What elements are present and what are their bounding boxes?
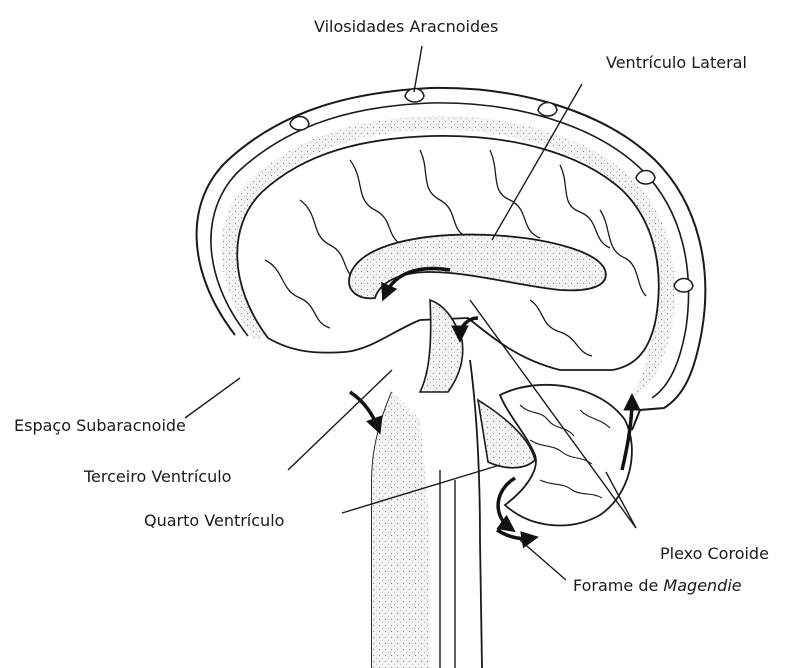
label-subarachnoid-space: Espaço Subaracnoide <box>14 416 186 436</box>
leader-magendie <box>520 540 566 580</box>
leader-arachnoid-villi <box>414 46 422 92</box>
label-lateral-ventricle: Ventrículo Lateral <box>606 53 747 73</box>
label-foramen-name: Magendie <box>663 576 741 595</box>
leader-subarachnoid <box>185 378 240 418</box>
flow-arrow-magendie <box>497 530 532 539</box>
brainstem-csf-channel <box>372 392 430 668</box>
label-arachnoid-villi: Vilosidades Aracnoides <box>314 17 498 37</box>
label-foramen-prefix: Forame de <box>573 576 658 595</box>
label-third-ventricle: Terceiro Ventrículo <box>84 467 231 487</box>
label-foramen-magendie: Forame de Magendie <box>573 576 742 596</box>
label-choroid-plexus: Plexo Coroide <box>660 544 769 564</box>
spinal-canal <box>440 470 455 668</box>
label-fourth-ventricle: Quarto Ventrículo <box>144 511 284 531</box>
